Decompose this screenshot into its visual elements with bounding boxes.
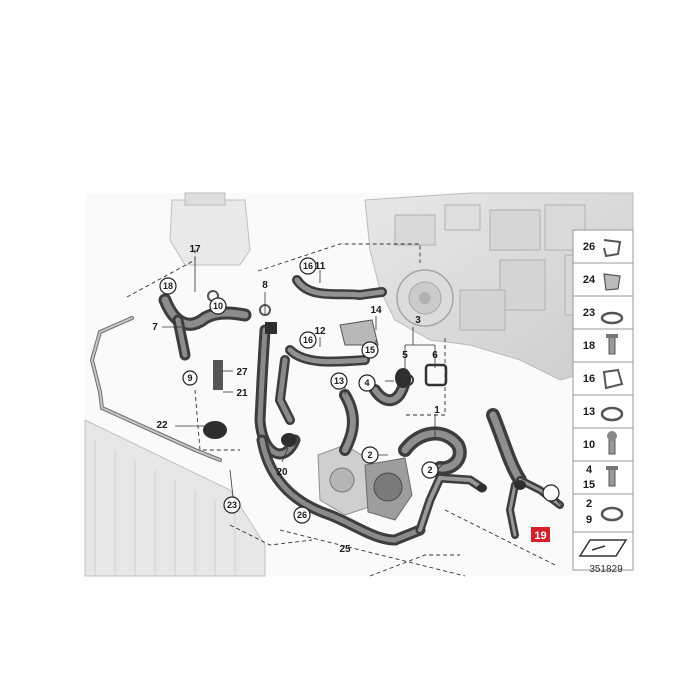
label-17[interactable]: 17	[189, 244, 201, 255]
svg-text:18: 18	[583, 340, 595, 352]
svg-text:26: 26	[297, 510, 307, 520]
legend-item-13[interactable]: 13	[583, 406, 624, 422]
svg-text:13: 13	[583, 406, 595, 418]
callout-2b[interactable]: 2	[421, 461, 439, 479]
legend-item-2-9[interactable]: 2 9	[586, 498, 624, 526]
svg-text:10: 10	[583, 439, 595, 451]
svg-text:2: 2	[367, 450, 372, 460]
label-20[interactable]: 20	[276, 467, 288, 478]
clamps	[203, 290, 526, 492]
label-7[interactable]: 7	[152, 322, 158, 333]
legend-item-23[interactable]: 23	[583, 307, 624, 325]
svg-text:15: 15	[583, 479, 595, 491]
label-25[interactable]: 25	[339, 544, 351, 555]
hoses	[89, 275, 564, 546]
parts-legend: 26 24 23 18 16 13	[572, 229, 634, 571]
label-22[interactable]: 22	[156, 420, 168, 431]
callout-9[interactable]: 9	[182, 370, 198, 386]
label-6[interactable]: 6	[432, 350, 438, 361]
legend-item-4-15[interactable]: 4 15	[583, 464, 618, 491]
svg-text:2: 2	[427, 465, 432, 475]
callout-10[interactable]: 10	[209, 297, 227, 315]
callout-18[interactable]: 18	[159, 277, 177, 295]
legend-item-24[interactable]: 24	[583, 273, 621, 291]
callout-2a[interactable]: 2	[361, 446, 379, 464]
legend-item-18[interactable]: 18	[583, 334, 618, 355]
svg-text:24: 24	[583, 274, 596, 286]
radiator	[84, 419, 266, 577]
direction-arrow-icon	[578, 539, 628, 557]
svg-text:9: 9	[187, 373, 192, 383]
svg-text:4: 4	[586, 464, 593, 476]
engine-block	[364, 192, 634, 381]
svg-text:4: 4	[364, 378, 369, 388]
callout-13[interactable]: 13	[330, 372, 348, 390]
callout-19-highlighted[interactable]: 19	[531, 527, 550, 542]
expansion-tank	[169, 192, 251, 266]
label-27[interactable]: 27	[236, 367, 248, 378]
reference-number: 351829	[589, 564, 623, 575]
label-21[interactable]: 21	[236, 388, 248, 399]
label-8[interactable]: 8	[262, 280, 268, 291]
callout-24[interactable]	[542, 484, 560, 502]
label-1[interactable]: 1	[434, 405, 440, 416]
svg-text:23: 23	[583, 307, 595, 319]
legend-item-26[interactable]: 26	[583, 239, 622, 258]
svg-text:26: 26	[583, 241, 595, 253]
label-12[interactable]: 12	[314, 326, 326, 337]
svg-text:10: 10	[213, 301, 223, 311]
callout-16a[interactable]: 16	[299, 257, 317, 275]
label-14[interactable]: 14	[370, 305, 382, 316]
legend-item-10[interactable]: 10	[583, 431, 617, 455]
svg-text:16: 16	[303, 335, 313, 345]
svg-text:16: 16	[303, 261, 313, 271]
svg-text:13: 13	[334, 376, 344, 386]
svg-text:16: 16	[583, 373, 595, 385]
callout-16b[interactable]: 16	[299, 331, 317, 349]
svg-text:18: 18	[163, 281, 173, 291]
label-5[interactable]: 5	[402, 350, 408, 361]
legend-item-16[interactable]: 16	[583, 368, 624, 390]
water-pump	[317, 444, 413, 521]
svg-text:19: 19	[534, 530, 546, 542]
svg-text:2: 2	[586, 498, 592, 510]
svg-text:9: 9	[586, 514, 592, 526]
label-3[interactable]: 3	[415, 315, 421, 326]
callout-15[interactable]: 15	[361, 341, 379, 359]
callout-4[interactable]: 4	[358, 374, 376, 392]
callout-26[interactable]: 26	[293, 506, 311, 524]
callout-23[interactable]: 23	[223, 496, 241, 514]
svg-text:23: 23	[227, 500, 237, 510]
svg-text:15: 15	[365, 345, 375, 355]
label-11[interactable]: 11	[315, 261, 326, 272]
